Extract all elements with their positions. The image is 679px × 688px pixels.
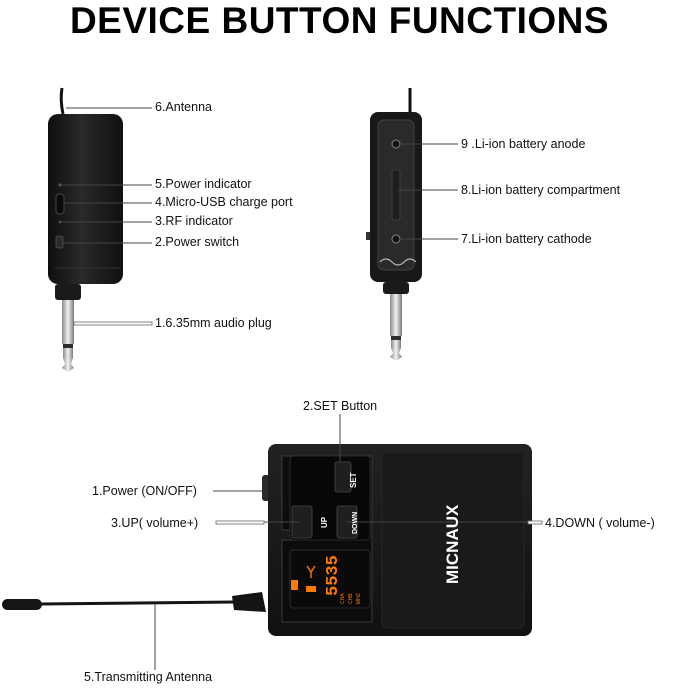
- transmitting-antenna: [39, 600, 236, 606]
- label-battery-compartment: 8.Li-ion battery compartment: [461, 183, 621, 197]
- set-button[interactable]: [334, 461, 352, 493]
- label-up-volume: 3.UP( volume+): [111, 516, 199, 530]
- battery-anode: [391, 139, 401, 149]
- page-title: DEVICE BUTTON FUNCTIONS: [69, 0, 610, 41]
- battery-leader-lines: [398, 143, 458, 240]
- receiver-antenna: [59, 87, 65, 115]
- label-audio-plug: 1.6.35mm audio plug: [155, 316, 272, 330]
- set-button-label: SET: [349, 472, 358, 488]
- receiver-device: [48, 87, 123, 372]
- transmitter-leader-lines: [154, 414, 543, 670]
- ir-indicator-icon: [291, 580, 298, 590]
- receiver-body: [48, 114, 123, 284]
- battery-level-icon: [306, 586, 316, 592]
- lcd-channel-a: CHA: [340, 593, 346, 604]
- plug-collar: [55, 284, 81, 300]
- label-battery-cathode: 7.Li-ion battery cathode: [461, 232, 592, 246]
- lcd-display: [289, 549, 371, 609]
- power-indicator-led: [58, 183, 62, 187]
- label-set-button: 2.SET Button: [303, 399, 378, 413]
- label-down-volume: 4.DOWN ( volume-): [545, 516, 655, 530]
- transmitting-antenna-tip: [2, 599, 42, 610]
- battery-compartment-device: [366, 88, 422, 361]
- audio-plug: [62, 300, 74, 344]
- lcd-digits: 5535: [324, 555, 343, 596]
- label-power-onoff: 1.Power (ON/OFF): [92, 484, 197, 498]
- rf-indicator-led: [58, 220, 62, 224]
- micro-usb-port[interactable]: [55, 193, 65, 215]
- label-battery-anode: 9 .Li-ion battery anode: [461, 137, 586, 151]
- lcd-mhz: MHZ: [356, 593, 362, 604]
- lcd-channel-b: CHB: [348, 593, 354, 604]
- label-power-switch: 2.Power switch: [155, 235, 240, 249]
- label-antenna: 6.Antenna: [155, 100, 212, 114]
- battery-cathode: [391, 234, 401, 244]
- receiver-leader-lines: [62, 107, 153, 326]
- antenna-signal-icon: [306, 565, 316, 578]
- label-power-indicator: 5.Power indicator: [155, 177, 252, 191]
- label-rf-indicator: 3.RF indicator: [155, 214, 233, 228]
- label-transmitting-antenna: 5.Transmitting Antenna: [84, 670, 213, 684]
- transmitter-device: [2, 444, 532, 636]
- label-usb-port: 4.Micro-USB charge port: [155, 195, 293, 209]
- brand-logo-text: MICNAUX: [443, 504, 462, 584]
- up-button-label: UP: [320, 516, 329, 528]
- power-switch[interactable]: [55, 235, 64, 249]
- down-button-label: DOWN: [352, 512, 359, 534]
